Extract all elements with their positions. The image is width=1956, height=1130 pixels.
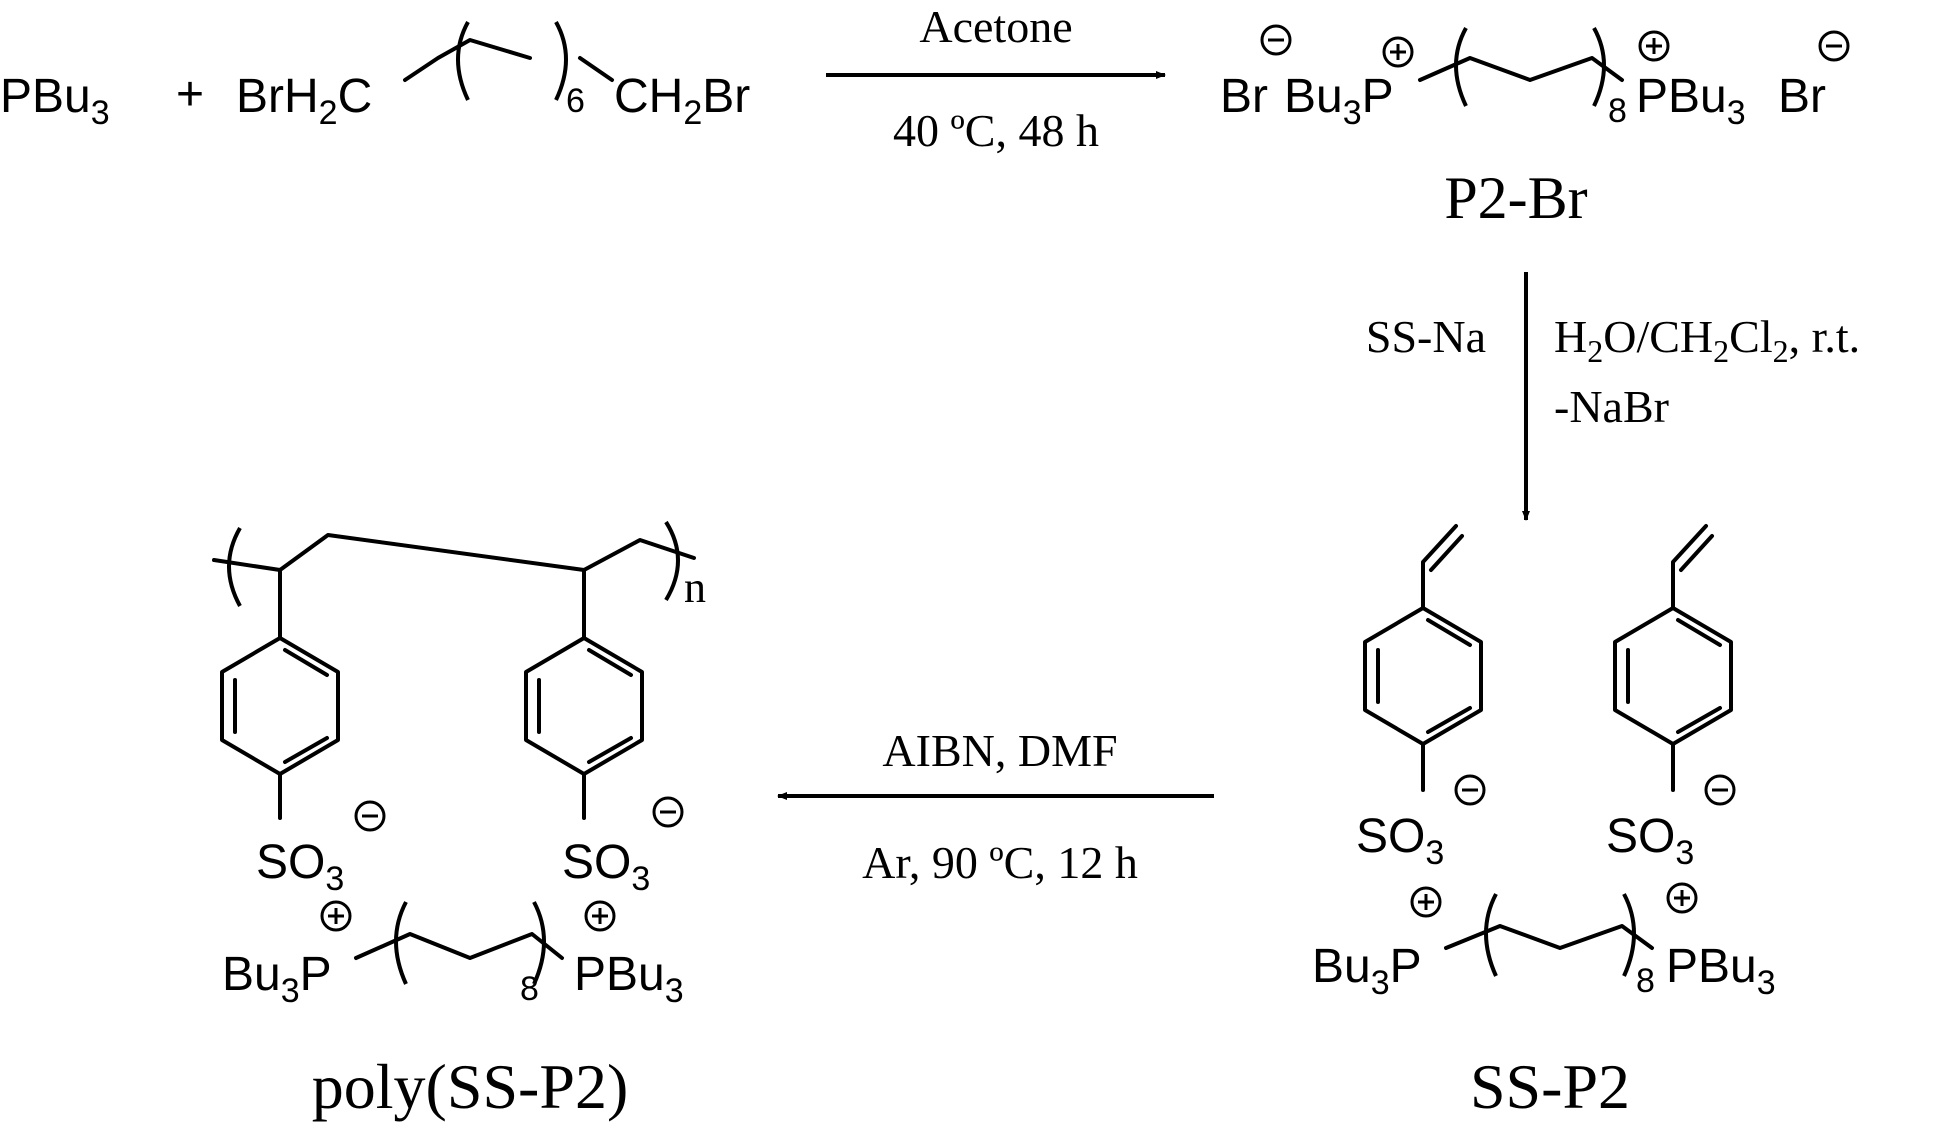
polymer-sulfonate-right: SO3 (562, 836, 650, 898)
sulfonate-left: SO3 (1356, 810, 1444, 872)
polymer-ring-right (524, 568, 644, 820)
ss-p2-name: SS-P2 (1470, 1051, 1630, 1122)
monomer-ss-p2: SO3 SO3 Bu3P 8 PBu3 (1312, 524, 1776, 1002)
svg-text:PBu3: PBu3 (1666, 940, 1776, 1002)
minus-charge-icon (1260, 24, 1292, 56)
brh2c-label: BrH (236, 70, 319, 123)
arrow2-conditions: H2O/CH2Cl2, r.t. (1554, 311, 1860, 369)
plus-charge-icon (320, 900, 352, 932)
minus-charge-icon (1454, 774, 1486, 806)
plus-charge-icon (1410, 886, 1442, 918)
pbu3-subscript: 3 (91, 94, 110, 132)
reaction-arrow-2: SS-Na H2O/CH2Cl2, r.t. -NaBr (1366, 272, 1860, 521)
minus-charge-icon (1704, 774, 1736, 806)
product-p2-br: Br Bu3P 8 PBu3 Br (1220, 24, 1850, 132)
poly-ss-p2-name: poly(SS-P2) (312, 1051, 629, 1122)
p2-br-name: P2-Br (1444, 165, 1587, 231)
svg-text:Br: Br (1778, 70, 1826, 123)
svg-text:8: 8 (520, 970, 539, 1008)
reaction-arrow-1: Acetone 40 ºC, 48 h (826, 1, 1166, 156)
minus-charge-icon (1818, 30, 1850, 62)
repeat-n: n (684, 563, 706, 612)
polymer-bis-phosphonium: Bu3P 8 PBu3 (222, 900, 684, 1010)
svg-text:PBu3: PBu3 (1636, 70, 1746, 132)
plus-charge-icon (1638, 30, 1670, 62)
arrow2-byproduct: -NaBr (1554, 381, 1669, 432)
minus-charge-icon (354, 800, 386, 832)
svg-text:PBu3: PBu3 (0, 70, 110, 132)
reactant-tributylphosphine: PBu3 (0, 70, 110, 132)
arrow3-reagents: AIBN, DMF (882, 725, 1117, 776)
svg-text:8: 8 (1608, 92, 1627, 130)
arrow1-conditions: 40 ºC, 48 h (893, 105, 1099, 156)
svg-text:PBu3: PBu3 (574, 948, 684, 1010)
styrene-ring-left (1363, 524, 1483, 792)
svg-text:Bu3P: Bu3P (222, 948, 332, 1010)
polymer-sulfonate-left: SO3 (256, 836, 344, 898)
repeat-count: 6 (566, 82, 585, 120)
svg-text:CH2Br: CH2Br (614, 70, 750, 132)
plus-charge-icon (584, 900, 616, 932)
minus-charge-icon (652, 796, 684, 828)
plus-sign: + (176, 68, 204, 121)
styrene-ring-right (1613, 524, 1733, 792)
svg-text:Bu3P: Bu3P (1312, 940, 1422, 1002)
svg-text:Bu3P: Bu3P (1284, 70, 1394, 132)
plus-charge-icon (1666, 882, 1698, 914)
bis-phosphonium-cation: Bu3P 8 PBu3 (1312, 882, 1776, 1002)
reaction-arrow-3: AIBN, DMF Ar, 90 ºC, 12 h (777, 725, 1214, 888)
arrow3-conditions: Ar, 90 ºC, 12 h (862, 837, 1138, 888)
arrow1-reagent: Acetone (919, 1, 1072, 52)
polymer-poly-ss-p2: n SO3 SO3 Bu3P 8 PBu3 (212, 520, 706, 1010)
svg-text:8: 8 (1636, 962, 1655, 1000)
polymer-ring-left (220, 568, 340, 820)
svg-text:BrH2C: BrH2C (236, 70, 372, 132)
plus-charge-icon (1382, 36, 1414, 68)
arrow2-reagent: SS-Na (1366, 311, 1486, 362)
reactant-dibromooctane: BrH2C 6 CH2Br (236, 21, 750, 132)
pbu3-label: PBu (0, 70, 91, 123)
svg-text:Br: Br (1220, 70, 1268, 123)
sulfonate-right: SO3 (1606, 810, 1694, 872)
